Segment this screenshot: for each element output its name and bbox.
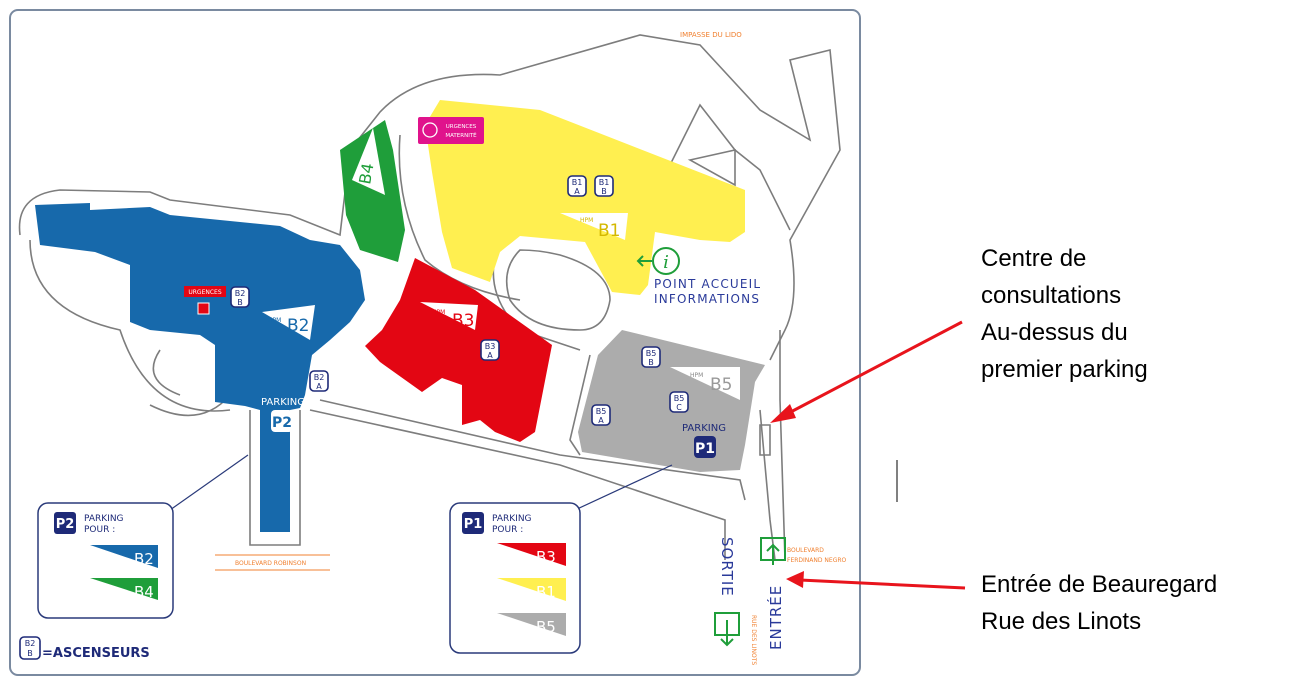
- annotation-entree: Entrée de Beauregard Rue des Linots: [981, 566, 1217, 640]
- parking-p1-label: PARKING: [682, 423, 726, 434]
- svg-text:B2: B2: [314, 373, 325, 382]
- urgences-label: URGENCES: [188, 289, 221, 296]
- urgences-badge: [184, 286, 226, 297]
- building-b4[interactable]: [340, 120, 405, 262]
- sortie-label: SORTIE: [718, 537, 736, 597]
- info-glyph: i: [663, 252, 669, 273]
- svg-text:B5: B5: [674, 394, 685, 403]
- legend-p1: P1 PARKING POUR : B3 B1 B5: [449, 502, 581, 654]
- street-negro-line2: FERDINAND NEGRO: [787, 557, 847, 564]
- elevator-b5b: B5B: [641, 346, 661, 368]
- annotation-arrows: [770, 320, 966, 590]
- svg-text:A: A: [487, 351, 493, 360]
- svg-text:A: A: [598, 416, 604, 425]
- maternite-icon: [422, 122, 438, 138]
- svg-text:POUR :: POUR :: [492, 525, 523, 535]
- street-rue-des-linots: RUE DES LINOTS: [750, 615, 757, 665]
- legend-p1-b1: B1: [536, 583, 556, 601]
- legend-p1-b3: B3: [536, 548, 556, 566]
- street-impasse-du-lido: IMPASSE DU LIDO: [680, 31, 742, 39]
- svg-text:B3: B3: [485, 342, 496, 351]
- ascenseurs-label: =ASCENSEURS: [42, 646, 150, 661]
- svg-text:PARKING: PARKING: [492, 514, 532, 524]
- legend-p2: P2 PARKING POUR : B2 B4: [37, 502, 174, 619]
- svg-text:B: B: [601, 187, 607, 196]
- info-line1: POINT ACCUEIL: [654, 277, 761, 291]
- annotation-line: Entrée de Beauregard: [981, 571, 1218, 598]
- svg-text:B5: B5: [596, 407, 607, 416]
- entree-label: ENTRÉE: [766, 585, 785, 650]
- annotation-consultations: Centre de consultations Au-dessus du pre…: [981, 240, 1148, 388]
- elevator-b1a: B1A: [567, 175, 587, 197]
- legend-p1-b5: B5: [536, 618, 556, 636]
- svg-text:P2: P2: [56, 517, 75, 532]
- svg-text:B: B: [27, 649, 33, 658]
- svg-text:B: B: [648, 358, 654, 367]
- annotation-line: premier parking: [981, 356, 1148, 383]
- elevator-b1b: B1B: [594, 175, 614, 197]
- roads: [18, 34, 841, 561]
- parking-p1-badge-text: P1: [695, 441, 715, 457]
- info-line2: INFORMATIONS: [654, 292, 760, 306]
- b1-label: B1: [598, 221, 620, 241]
- urgences-maternite-badge: [418, 117, 484, 144]
- annotation-line: Rue des Linots: [981, 608, 1142, 635]
- b2-prefix: HPM: [268, 317, 281, 324]
- svg-text:B2: B2: [25, 639, 36, 648]
- b5-label: B5: [710, 375, 732, 395]
- annotation-line: consultations: [981, 282, 1122, 309]
- svg-text:C: C: [676, 403, 682, 412]
- b1-prefix: HPM: [580, 217, 593, 224]
- info-icon[interactable]: [652, 247, 680, 275]
- parking-p2-label: PARKING: [261, 397, 305, 408]
- parking-p1-badge[interactable]: [694, 436, 716, 458]
- elevator-b5c: B5C: [669, 391, 689, 413]
- parking-p2-badge[interactable]: [271, 410, 293, 432]
- b3-label: B3: [452, 311, 474, 331]
- svg-text:B1: B1: [599, 178, 610, 187]
- legend-p2-b4: B4: [134, 583, 154, 601]
- annotation-line: Centre de: [981, 245, 1087, 272]
- urgences-icon: [197, 302, 210, 315]
- building-b2[interactable]: [35, 203, 365, 532]
- elevator-b2a: B2A: [309, 370, 329, 392]
- building-b1[interactable]: [425, 100, 745, 295]
- legend-elevator-icon: B2B: [19, 636, 41, 660]
- b5-prefix: HPM: [690, 372, 703, 379]
- b3-prefix: HPM: [432, 309, 445, 316]
- svg-text:A: A: [316, 382, 322, 391]
- street-negro-line1: BOULEVARD: [787, 547, 824, 554]
- b4-label: B4: [355, 162, 377, 186]
- info-arrow-icon: [636, 255, 652, 267]
- legend-p2-b2: B2: [134, 550, 154, 568]
- b2-label: B2: [287, 316, 309, 336]
- svg-text:B2: B2: [235, 289, 246, 298]
- urgences-maternite-line2: MATERNITÉ: [445, 131, 477, 139]
- street-boulevard-robinson: BOULEVARD ROBINSON: [235, 560, 306, 567]
- annotation-line: Au-dessus du: [981, 319, 1128, 346]
- urgences-maternite-line1: URGENCES: [446, 124, 477, 130]
- elevator-b3a: B3A: [480, 339, 500, 361]
- elevator-b2b: B2B: [230, 286, 250, 308]
- svg-text:A: A: [574, 187, 580, 196]
- svg-text:PARKING: PARKING: [84, 514, 124, 524]
- svg-text:B: B: [237, 298, 243, 307]
- parking-p2-badge-text: P2: [272, 415, 292, 431]
- svg-text:B1: B1: [572, 178, 583, 187]
- elevator-b5a: B5A: [591, 404, 611, 426]
- svg-text:POUR :: POUR :: [84, 525, 115, 535]
- svg-text:P1: P1: [464, 517, 483, 532]
- svg-text:B5: B5: [646, 349, 657, 358]
- building-b3[interactable]: [365, 258, 552, 442]
